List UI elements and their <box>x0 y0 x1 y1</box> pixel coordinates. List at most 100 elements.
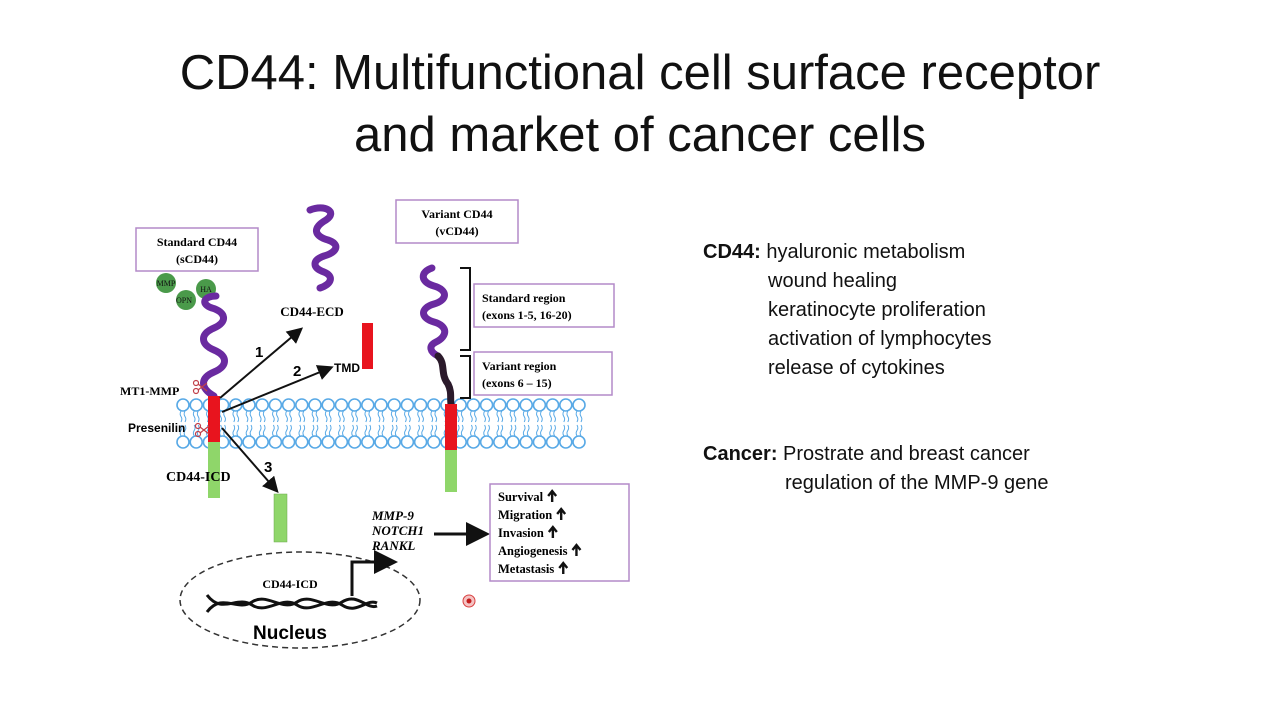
cell-membrane <box>176 398 586 449</box>
nucleus-icd-label: CD44-ICD <box>262 577 318 591</box>
lipid-tail <box>179 424 187 437</box>
lipid-tail <box>549 410 556 423</box>
lipid-head <box>545 398 560 412</box>
lipid-head <box>334 398 349 412</box>
outcome-item: Survival <box>498 490 544 504</box>
up-arrow-icon <box>556 507 567 520</box>
lipid-tail <box>509 424 517 437</box>
lipid-head <box>360 435 375 449</box>
lipid-tail <box>456 424 464 437</box>
title-line-1: CD44: Multifunctional cell surface recep… <box>179 46 1101 100</box>
lipid-tail <box>575 410 583 423</box>
lipid-tail <box>219 410 226 423</box>
cleaved-ecd-squiggle <box>306 204 340 292</box>
variant-icd <box>445 450 457 492</box>
cd44-item: hyaluronic metabolism <box>766 241 966 263</box>
lipid-head <box>466 435 481 449</box>
lipid-tail <box>179 410 187 423</box>
lipid-tail <box>575 424 583 437</box>
outcome-item: Invasion <box>498 526 544 540</box>
lipid-head <box>268 398 283 412</box>
gene-mmp9: MMP-9 <box>371 508 414 523</box>
variant-region-line1: Variant region <box>482 359 557 373</box>
lipid-tail <box>417 410 424 423</box>
lipid-head <box>321 398 336 412</box>
transcription-arrow <box>350 550 398 596</box>
lipid-tail <box>232 410 240 423</box>
lipid-head <box>255 435 270 449</box>
presenilin-label: Presenilin <box>128 421 185 435</box>
arrow-step-3 <box>221 427 279 494</box>
lipid-tail <box>338 410 345 423</box>
variant-standard-squiggle <box>419 264 449 360</box>
outcomes-list: SurvivalMigrationInvasionAngiogenesisMet… <box>498 489 582 576</box>
nucleus-membrane <box>179 551 421 649</box>
standard-region-bracket <box>460 267 471 351</box>
lipid-head <box>479 435 494 449</box>
lipid-head <box>242 435 256 449</box>
lipid-head <box>572 435 586 449</box>
title-line-2: and market of cancer cells <box>354 108 926 162</box>
lipid-head <box>176 398 190 412</box>
lipid-tail <box>483 410 490 423</box>
lipid-tail <box>562 424 570 437</box>
cd44-first-line: CD44: hyaluronic metabolism <box>703 238 1223 267</box>
lipid-tail <box>351 424 358 437</box>
scissors-icon-2 <box>194 422 210 438</box>
standard-region-line1: Standard region <box>482 291 566 305</box>
lipid-tail <box>232 424 240 437</box>
lipid-tail <box>377 410 385 423</box>
released-icd <box>273 493 288 543</box>
lipid-head <box>387 435 402 449</box>
lipid-head <box>387 398 402 412</box>
dna-strand-1 <box>205 594 378 610</box>
nucleus-label: Nucleus <box>253 623 327 644</box>
lipid-head <box>400 398 415 412</box>
standard-cd44-line2: (sCD44) <box>176 252 218 266</box>
lipid-tail <box>456 410 464 423</box>
gene-notch1: NOTCH1 <box>371 523 424 538</box>
cancer-first-line: Cancer: Prostrate and breast cancer <box>703 440 1223 469</box>
lipid-tail <box>522 410 530 423</box>
step-1-label: 1 <box>255 344 263 361</box>
standard-region-line2: (exons 1-5, 16-20) <box>482 308 572 322</box>
lipid-tail <box>483 424 490 437</box>
lipid-head <box>492 435 507 449</box>
lipid-tail <box>562 410 570 423</box>
lipid-head <box>532 398 547 412</box>
cd44-ecd-label: CD44-ECD <box>280 304 344 319</box>
lipid-head <box>281 435 296 449</box>
lipid-head <box>492 398 507 412</box>
lipid-tail <box>285 424 292 437</box>
lipid-head <box>268 435 283 449</box>
ligand-mmp <box>156 273 176 293</box>
lipid-tail <box>192 424 200 437</box>
lipid-head <box>400 435 415 449</box>
lipid-head <box>189 398 203 412</box>
arrow-step-1 <box>219 327 304 399</box>
lipid-tail <box>324 424 332 437</box>
lipid-tail <box>272 410 279 423</box>
lipid-tail <box>404 424 411 437</box>
lipid-tail <box>192 410 200 423</box>
ligand-ha-label: HA <box>200 285 212 294</box>
arrow-step-2 <box>221 365 334 413</box>
lipid-head <box>294 398 309 412</box>
lipid-head <box>294 435 309 449</box>
ligand-opn-label: OPN <box>176 296 192 305</box>
standard-tmd <box>208 396 220 442</box>
up-arrow-icon <box>547 525 558 538</box>
lipid-tail <box>311 424 319 437</box>
lipid-tail <box>390 410 398 423</box>
cd44-icd-label: CD44-ICD <box>166 470 231 485</box>
lipid-tail <box>390 424 398 437</box>
lipid-head <box>558 398 573 412</box>
standard-ecd-squiggle <box>200 292 228 400</box>
variant-region-line2: (exons 6 – 15) <box>482 376 552 390</box>
lipid-tail <box>430 410 438 423</box>
cancer-item: regulation of the MMP-9 gene <box>785 472 1049 494</box>
lipid-tail <box>311 410 319 423</box>
lipid-head <box>506 398 520 412</box>
lipid-head <box>426 398 441 412</box>
dna-strand-2 <box>205 597 378 613</box>
